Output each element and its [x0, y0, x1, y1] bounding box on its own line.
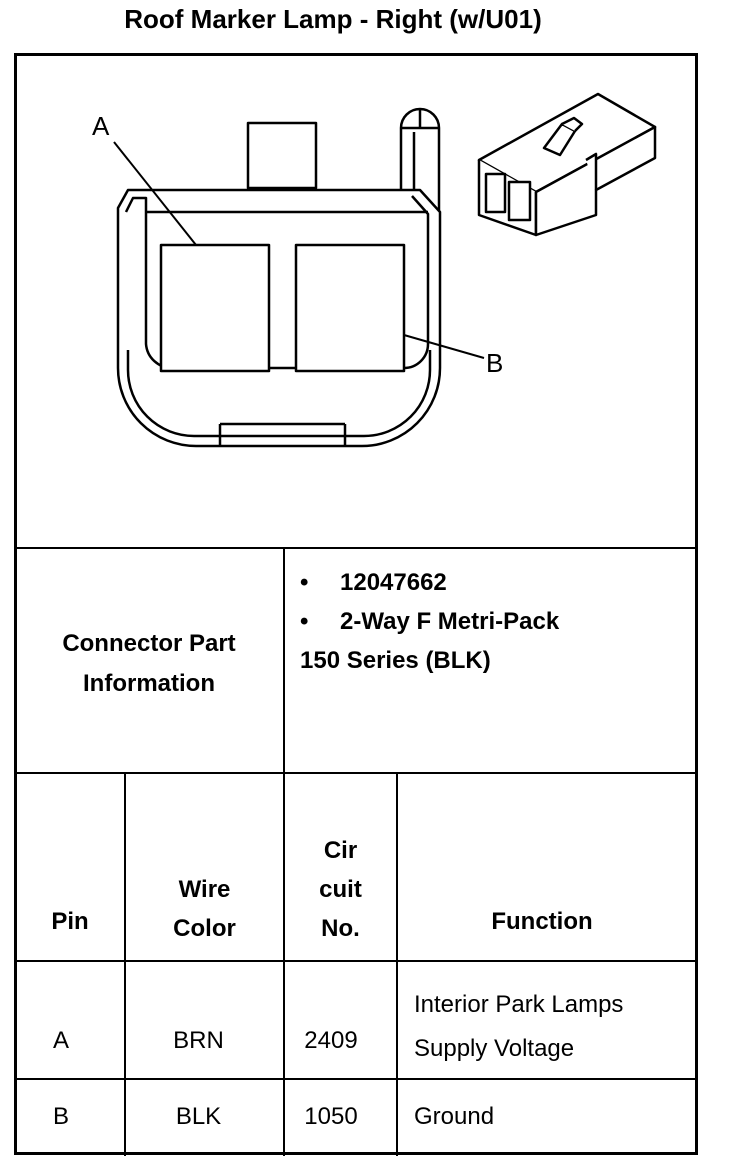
divider-col-function — [396, 773, 398, 1156]
row-a-circuit: 2409 — [304, 1027, 358, 1054]
row-a-wire-color: BRN — [173, 1027, 224, 1054]
header-wire-line2: Color — [173, 915, 236, 942]
header-wire-color: Wire Color — [126, 870, 283, 948]
connector-table-frame — [14, 53, 698, 1155]
callout-b-label: B — [486, 348, 503, 378]
row-a-pin: A — [52, 1027, 69, 1054]
connector-part-label-line2: Information — [83, 670, 215, 697]
header-circuit-no: Cir cuit No. — [285, 831, 396, 948]
row-a-function-line2: Supply Voltage — [414, 1035, 575, 1062]
connector-series: 150 Series (BLK) — [300, 647, 491, 674]
part-number: 12047662 — [340, 569, 447, 596]
connector-part-label: Connector Part Information — [16, 624, 282, 704]
page-title: Roof Marker Lamp - Right (w/U01) — [124, 4, 542, 34]
header-circuit-line2: cuit — [319, 876, 362, 903]
header-function: Function — [491, 908, 593, 935]
row-a-function-line1: Interior Park Lamps — [414, 991, 624, 1018]
divider-part-info — [14, 772, 698, 774]
row-b-pin: B — [52, 1103, 69, 1130]
row-b-function: Ground — [414, 1103, 495, 1130]
divider-diagram — [14, 547, 698, 549]
divider-row-a — [14, 1078, 698, 1080]
header-circuit-line3: No. — [321, 915, 360, 942]
callout-a-label: A — [92, 111, 110, 141]
connector-type: 2-Way F Metri-Pack — [340, 608, 560, 635]
connector-diagram: A B — [92, 92, 657, 448]
row-a-function: Interior Park Lamps Supply Voltage — [414, 983, 694, 1071]
header-circuit-line1: Cir — [323, 837, 358, 864]
connector-part-label-line1: Connector Part — [62, 630, 236, 657]
header-wire-line1: Wire — [178, 876, 231, 903]
bullet-1: • — [300, 569, 309, 596]
divider-header — [14, 960, 698, 962]
row-b-wire-color: BLK — [175, 1103, 222, 1130]
bullet-2: • — [300, 608, 309, 635]
divider-col-pin — [124, 773, 126, 1156]
divider-col-circuit-left — [283, 548, 285, 1156]
row-b-circuit: 1050 — [304, 1103, 358, 1130]
header-pin: Pin — [51, 908, 89, 935]
